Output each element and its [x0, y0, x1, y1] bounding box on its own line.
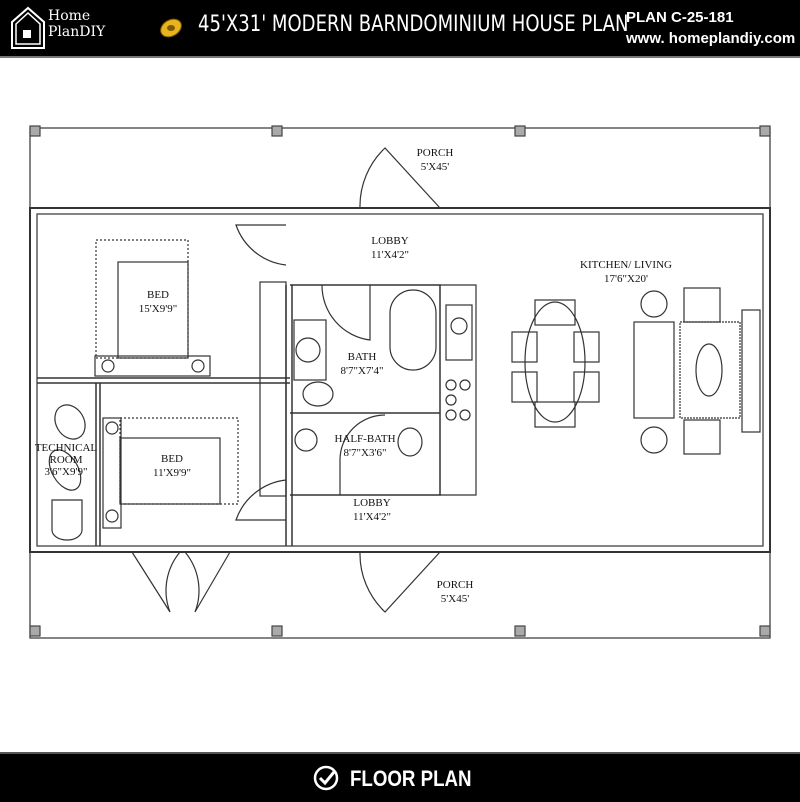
exterior-wall — [29, 207, 771, 553]
plan-title: 45'X31' MODERN BARNDOMINIUM HOUSE PLAN — [198, 12, 629, 37]
technical-room-size: 3'6"X9'9" — [45, 466, 88, 478]
bed-master-size: 15'X9'9" — [139, 303, 177, 315]
lobby-bottom-size: 11'X4'2" — [353, 511, 391, 523]
double-door-bed — [131, 551, 231, 613]
bed1-door — [235, 224, 287, 266]
plan-code: PLAN C-25-181 — [626, 9, 734, 26]
technical-room-name2: ROOM — [49, 454, 82, 466]
website-link[interactable]: www. homeplandiy.com — [626, 30, 796, 47]
bed2-door — [235, 479, 287, 521]
lobby-bottom-name: LOBBY — [353, 497, 390, 509]
bed-second-name: BED — [161, 453, 183, 465]
technical-room-name1: TECHNICAL — [35, 442, 98, 454]
porch-door-bottom — [359, 551, 441, 613]
floor-plan-drawing: PORCH 5'X45' LOBBY 11'X4'2" KITCHEN/ LIV… — [29, 125, 771, 639]
exterior-wall-inner — [36, 213, 764, 547]
kitchen-living-size: 17'6"X20' — [604, 273, 648, 285]
porch-door-top — [359, 147, 441, 209]
house-logo-icon — [11, 6, 45, 49]
check-circle-icon — [313, 765, 339, 791]
bath-name: BATH — [348, 351, 377, 363]
half-bath-size: 8'7"X3'6" — [344, 447, 387, 459]
brand-line2: PlanDIY — [48, 24, 106, 40]
floor-plan-label: FLOOR PLAN — [350, 766, 472, 791]
lobby-top-name: LOBBY — [371, 235, 408, 247]
tape-measure-icon — [160, 18, 182, 38]
footer-bar: FLOOR PLAN — [0, 752, 800, 802]
bed-second-size: 11'X9'9" — [153, 467, 191, 479]
porch-top-size: 5'X45' — [421, 161, 449, 173]
porch-bottom-name: PORCH — [437, 579, 474, 591]
porch-bottom-size: 5'X45' — [441, 593, 469, 605]
porch-posts — [29, 125, 771, 637]
half-bath-name: HALF-BATH — [334, 433, 395, 445]
bath-size: 8'7"X7'4" — [341, 365, 384, 377]
brand-name: Home PlanDIY — [48, 8, 105, 40]
room-labels: PORCH 5'X45' LOBBY 11'X4'2" KITCHEN/ LIV… — [35, 147, 672, 605]
header-bar: Home PlanDIY 45'X31' MODERN BARNDOMINIUM… — [0, 0, 800, 58]
porch-top-name: PORCH — [417, 147, 454, 159]
sofa — [633, 321, 675, 419]
bed-master-name: BED — [147, 289, 169, 301]
brand-line1: Home — [48, 8, 91, 24]
lobby-top-size: 11'X4'2" — [371, 249, 409, 261]
kitchen-living-name: KITCHEN/ LIVING — [580, 259, 672, 271]
